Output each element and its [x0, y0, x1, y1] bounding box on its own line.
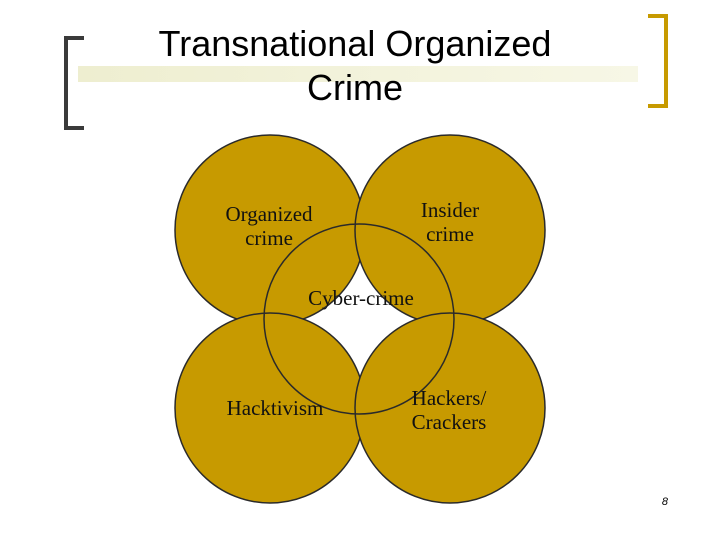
- label-insider-crime: Insider crime: [400, 198, 500, 246]
- label-insider-crime-line-2: crime: [426, 222, 474, 246]
- title-accent-band: [78, 66, 638, 82]
- slide-title-line-1: Transnational Organized: [158, 23, 552, 64]
- slide-title: Transnational Organized Crime: [110, 22, 600, 110]
- label-cyber-crime-text: Cyber-crime: [308, 286, 414, 310]
- circle-cyber-crime: [263, 223, 455, 415]
- slide-title-line-2: Crime: [307, 67, 403, 108]
- label-organized-crime-line-1: Organized: [225, 202, 313, 226]
- label-hackers-crackers-line-1: Hackers/: [411, 386, 487, 410]
- page-number: 8: [661, 496, 668, 508]
- label-hackers-crackers: Hackers/ Crackers: [394, 386, 504, 434]
- label-organized-crime-line-2: crime: [245, 226, 293, 250]
- label-hackers-crackers-line-2: Crackers: [411, 410, 487, 434]
- circle-hackers-crackers: [354, 312, 546, 504]
- label-organized-crime: Organized crime: [214, 202, 324, 250]
- label-insider-crime-line-1: Insider: [420, 198, 480, 222]
- label-hacktivism-line-1: Hacktivism: [226, 396, 324, 420]
- label-hacktivism: Hacktivism: [210, 396, 340, 420]
- left-bracket-decoration: [64, 36, 84, 130]
- label-cyber-crime: Cyber-crime: [296, 286, 426, 310]
- right-bracket-decoration: [648, 14, 668, 108]
